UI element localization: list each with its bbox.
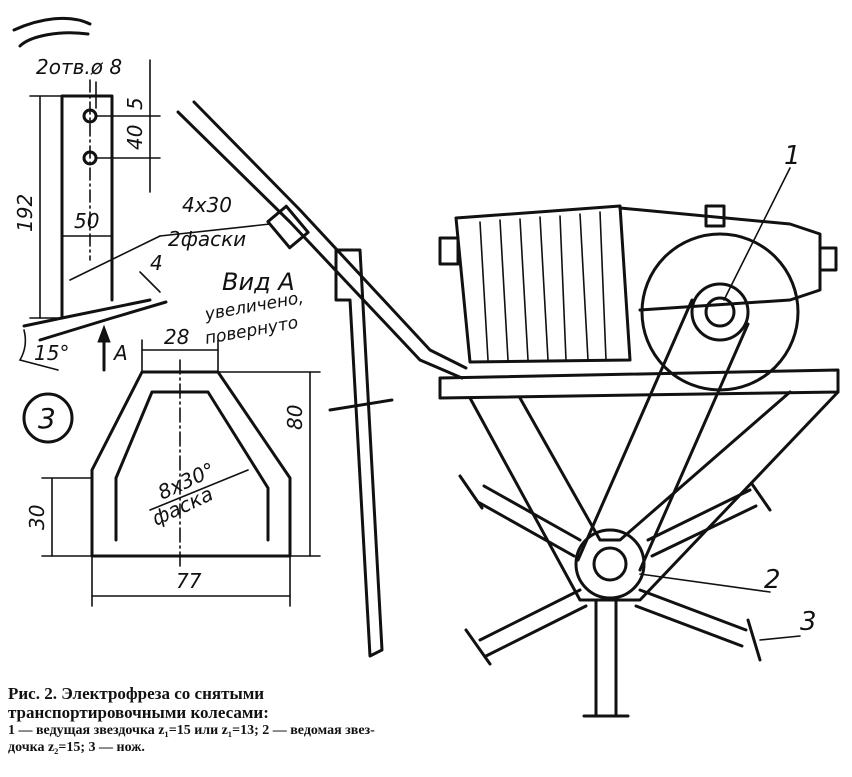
callout-1-leader xyxy=(723,167,791,301)
v-frame-inner xyxy=(518,390,792,542)
dim-40-label: 40 xyxy=(123,125,147,150)
drive-chain xyxy=(576,298,750,572)
view-arrow-label: A xyxy=(112,341,128,365)
view-title: Вид А xyxy=(222,268,295,296)
angle-arc-15 xyxy=(18,329,59,371)
dim-192-label: 192 xyxy=(13,194,37,232)
dim-4-label: 4 xyxy=(150,251,163,275)
view-arrow-head xyxy=(97,324,111,343)
caption-legend-line1: 1 — ведущая звездочка z₁=15 или z₁=13; 2… xyxy=(8,723,375,738)
driven-sprocket xyxy=(574,528,646,600)
support-cross-bar xyxy=(328,398,394,412)
dim-30-label: 30 xyxy=(25,505,49,530)
gearbox-housing xyxy=(618,206,822,312)
bracket-plate xyxy=(60,94,114,320)
tiller-machine: 1 2 3 xyxy=(176,100,840,718)
frame-platform xyxy=(438,368,840,400)
knife-bottom xyxy=(582,598,630,718)
knife-right xyxy=(634,588,762,662)
holes-label: 2отв.ø 8 xyxy=(36,55,122,79)
caption-title-line1: Рис. 2. Электрофреза со снятыми xyxy=(8,684,265,703)
callout-2-leader xyxy=(639,573,771,593)
handle-clamp xyxy=(266,204,310,250)
dim-80-label: 80 xyxy=(283,405,307,430)
drive-sprocket xyxy=(690,282,750,342)
knife-upper-left xyxy=(458,474,582,558)
gearbox-shaft-end xyxy=(818,246,838,272)
callout-1: 1 xyxy=(784,141,801,171)
caption-title-line2: транспортировочными колесами: xyxy=(8,703,269,722)
handle-bar xyxy=(176,100,468,380)
dim-28-label: 28 xyxy=(164,325,189,349)
chamfer-leader-b xyxy=(159,223,271,237)
gearbox-bolt xyxy=(704,204,726,228)
motor-body xyxy=(454,204,632,364)
callout-3: 3 xyxy=(800,607,817,637)
knife-chamfer-leader xyxy=(149,469,249,511)
dim-50-label: 50 xyxy=(74,209,99,233)
caption-legend-line2: дочка z₂=15; 3 — нож. xyxy=(8,740,145,755)
v-frame-outer xyxy=(468,390,840,602)
motor-end-cap xyxy=(438,236,460,266)
knife-detail: 3 28 80 30 77 8x30° фаска xyxy=(22,325,321,607)
callout-2: 2 xyxy=(764,565,781,595)
drive-disc xyxy=(640,232,800,392)
knife-number: 3 xyxy=(38,402,56,435)
drive-sprocket-hub xyxy=(704,296,736,328)
chamfer-leader-a xyxy=(69,235,161,281)
dim-77-label: 77 xyxy=(176,569,202,593)
handle-fragment xyxy=(12,16,92,48)
driven-sprocket-hub xyxy=(592,546,628,582)
figure-caption: Рис. 2. Электрофреза со снятыми транспор… xyxy=(8,684,568,756)
dim-5-label: 5 xyxy=(123,97,147,110)
chamfer-size-label: 4x30 xyxy=(182,193,232,217)
knife-left xyxy=(464,588,588,666)
knife-upper-right xyxy=(646,482,772,558)
bracket-detail: 2отв.ø 8 40 5 192 50 4x30 2фаски 4 15° A… xyxy=(12,16,305,372)
knife-number-circle xyxy=(22,392,74,444)
angle-15-label: 15° xyxy=(34,341,69,365)
dim-line-4 xyxy=(139,271,161,293)
callout-3-leader xyxy=(759,635,801,641)
chamfer-label: 2фаски xyxy=(168,227,246,251)
motor-fins xyxy=(479,211,607,361)
support-rod xyxy=(334,248,384,658)
bracket-foot xyxy=(22,298,168,342)
